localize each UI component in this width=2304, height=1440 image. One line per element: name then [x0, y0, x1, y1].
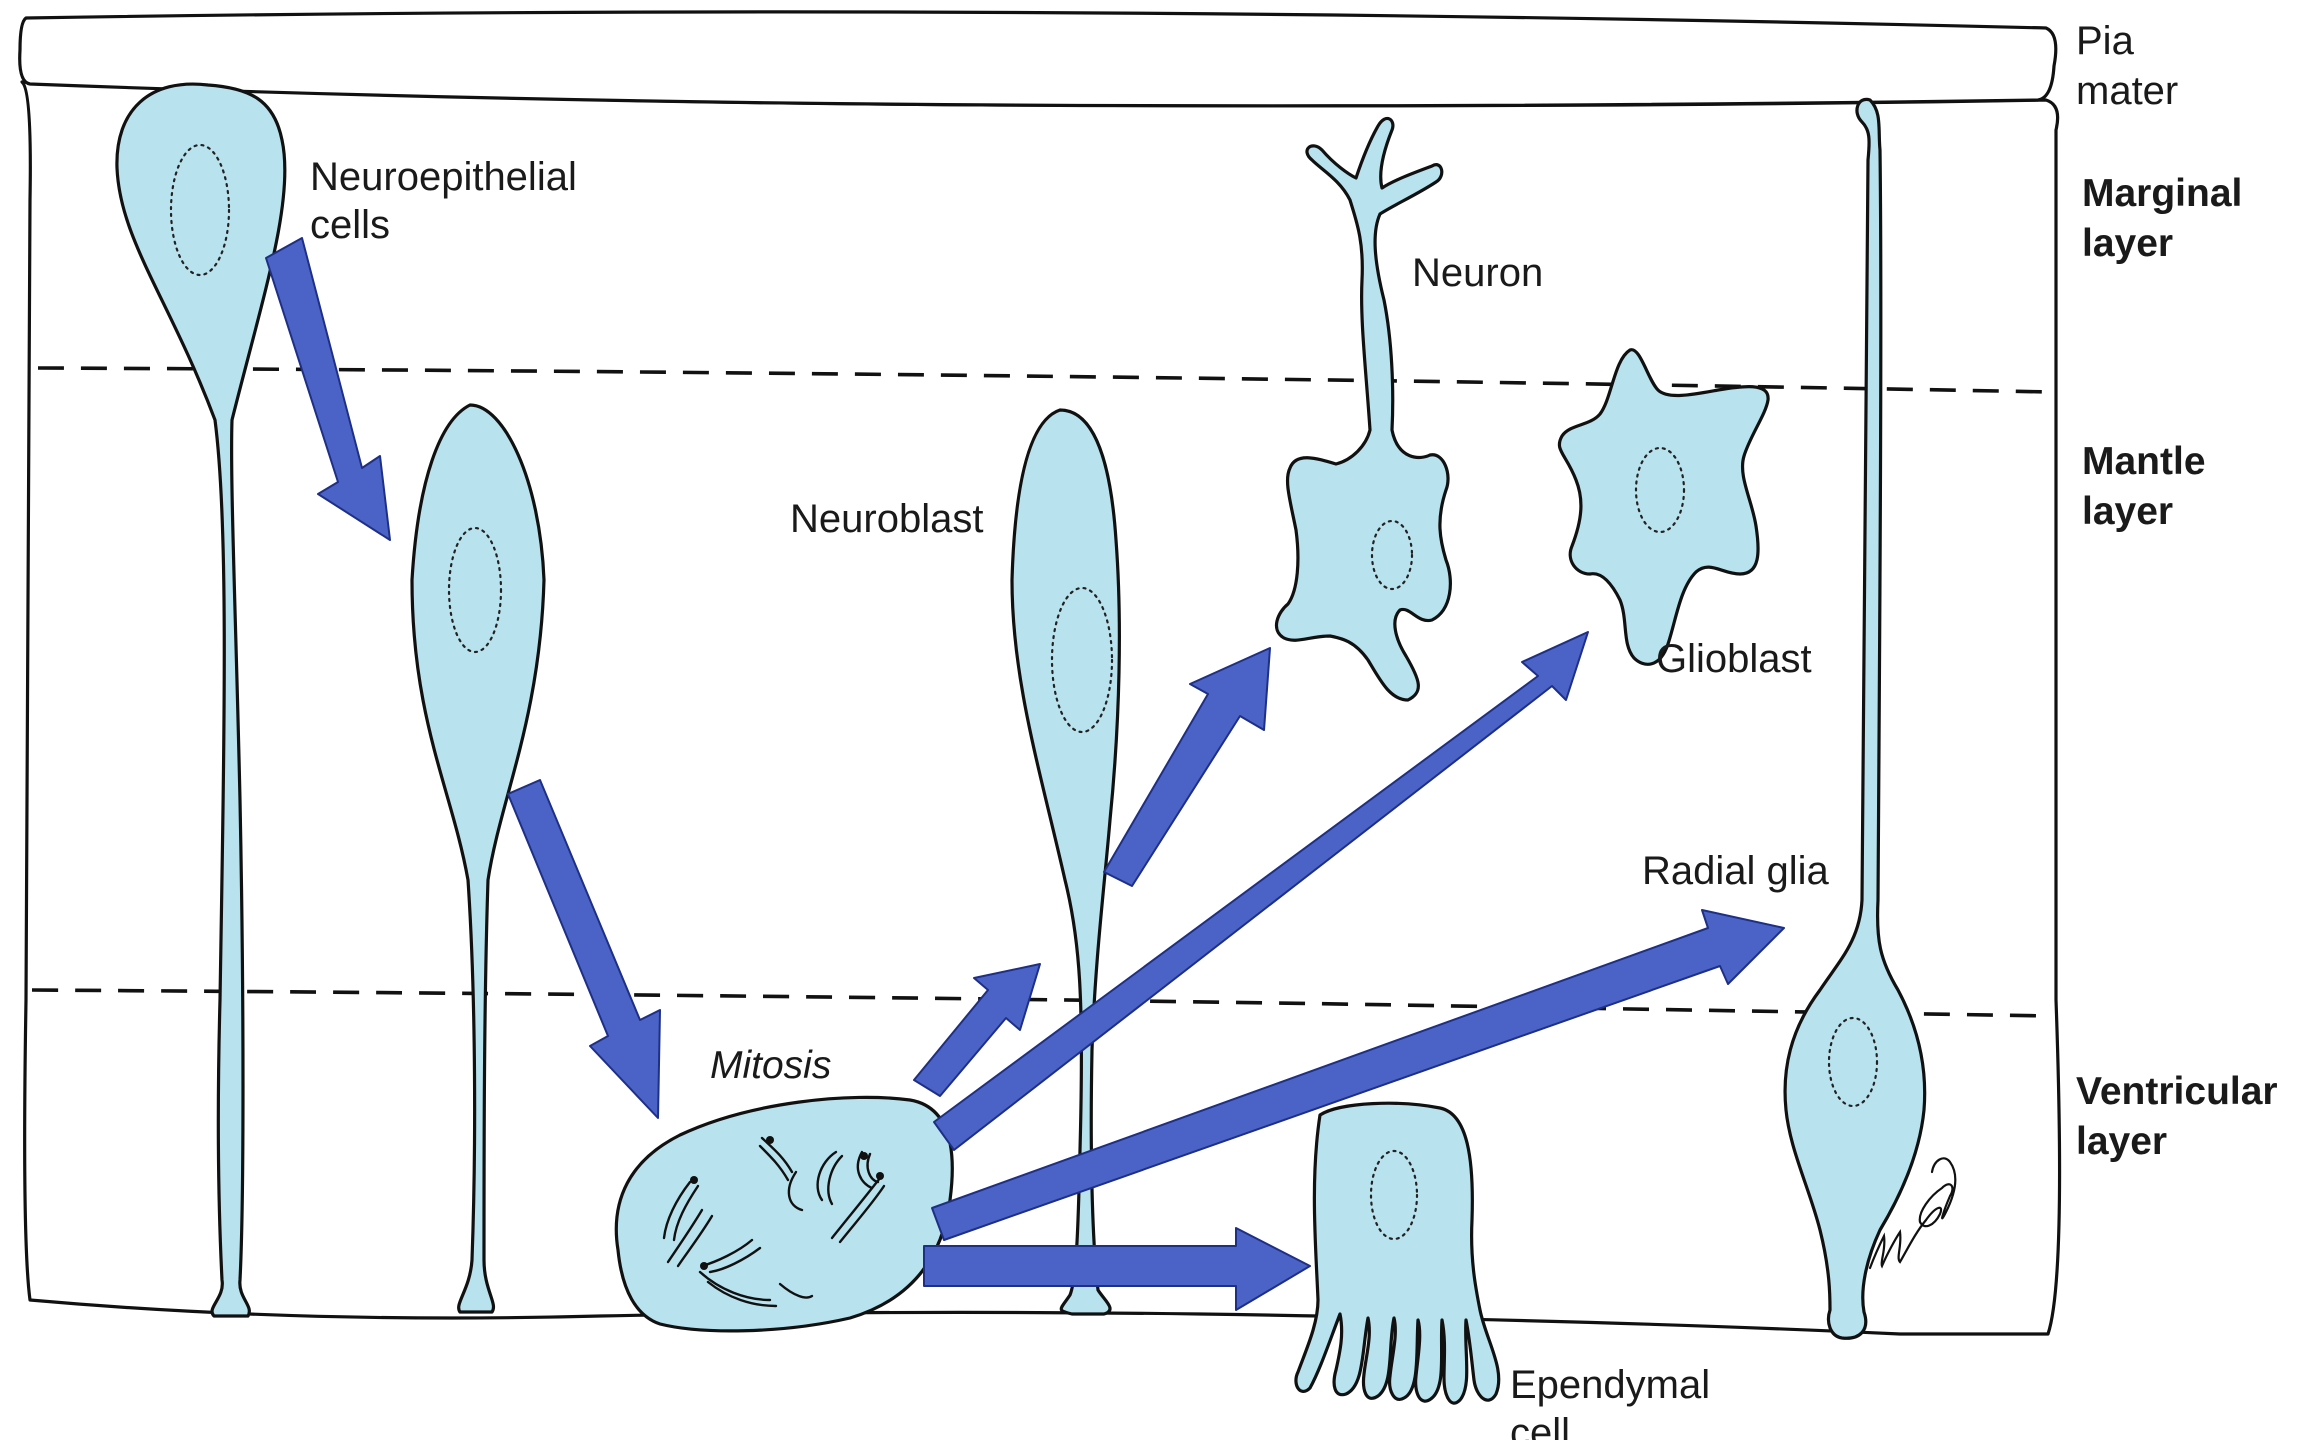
ependymal-label-line1: Ependymal: [1510, 1363, 1710, 1407]
mantle-layer-label-line2: layer: [2082, 490, 2173, 533]
pia-mater-label-line1: Pia: [2076, 19, 2135, 63]
neuron-label: Neuron: [1412, 251, 1543, 295]
ependymal-label-line2: cell: [1510, 1411, 1570, 1440]
ependymal-cell: [1296, 1103, 1499, 1403]
radial-glia-label: Radial glia: [1642, 849, 1830, 893]
marginal-layer-label-line2: layer: [2082, 222, 2173, 265]
glioblast-label: Glioblast: [1656, 637, 1812, 681]
pia-mater-label-line2: mater: [2076, 69, 2178, 113]
pia-mater-band: [20, 12, 2056, 106]
neuroblast-label: Neuroblast: [790, 497, 983, 541]
ventricular-layer-label-line2: layer: [2076, 1120, 2167, 1163]
ventricular-layer-label-line1: Ventricular: [2076, 1070, 2278, 1113]
mantle-layer-label-line1: Mantle: [2082, 440, 2206, 483]
marginal-layer-label-line1: Marginal: [2082, 172, 2242, 215]
neuroepithelial-label-line2: cells: [310, 203, 390, 247]
mitosis-label: Mitosis: [710, 1044, 831, 1087]
neuroepithelial-label-line1: Neuroepithelial: [310, 155, 577, 199]
